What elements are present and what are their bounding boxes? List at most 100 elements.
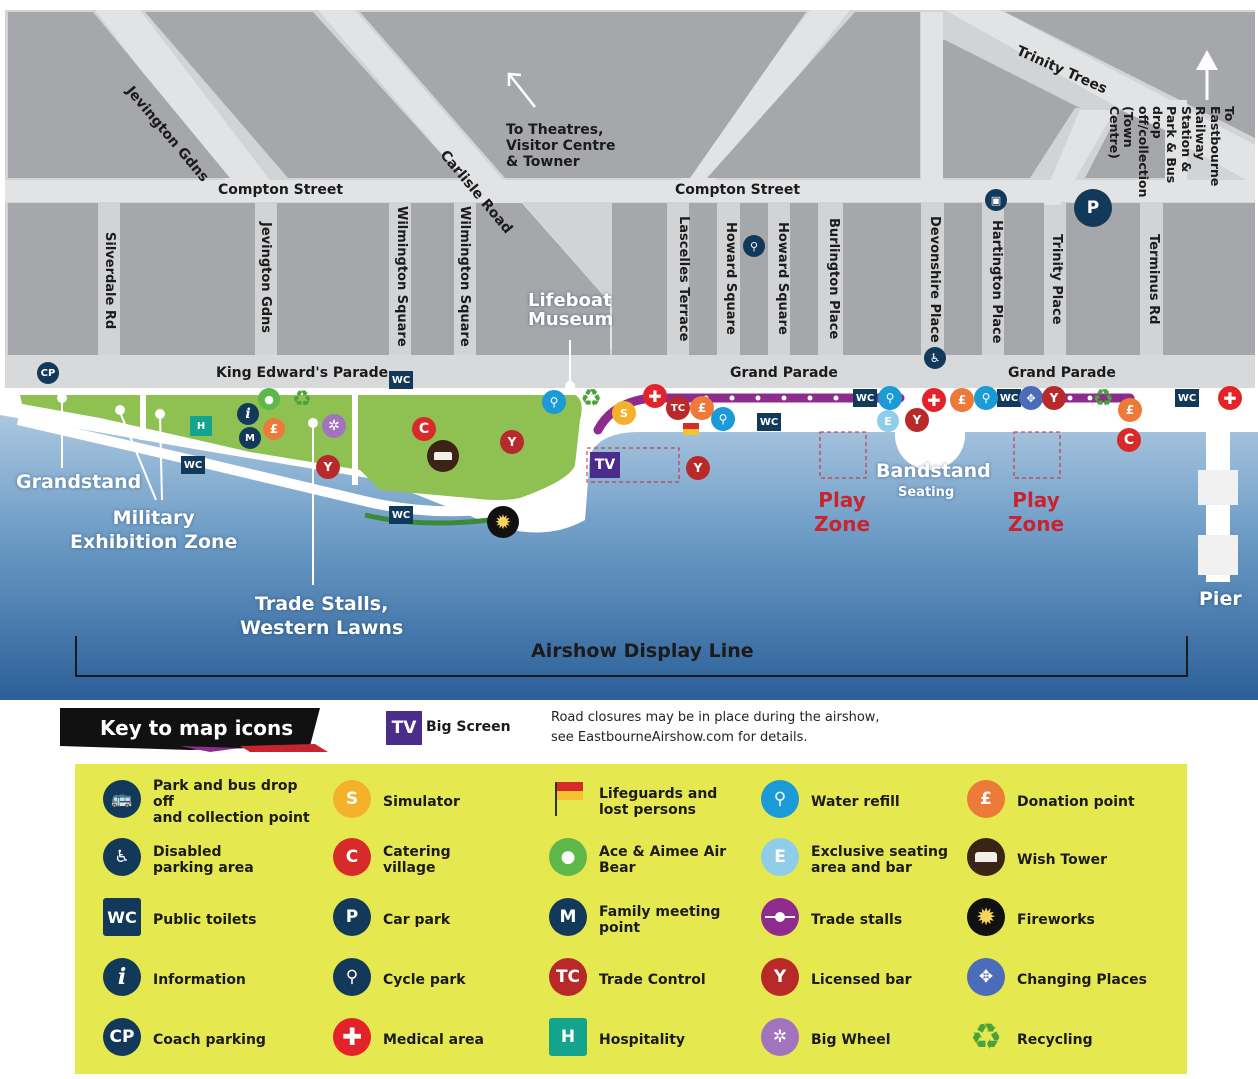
simulator-icon[interactable]: S bbox=[612, 401, 636, 425]
disabled-parking-icon[interactable]: ♿ bbox=[924, 347, 946, 369]
licensed-bar-icon[interactable]: Y bbox=[1042, 386, 1066, 410]
wc-icon[interactable]: WC bbox=[997, 389, 1021, 407]
label-bandstand: Bandstand bbox=[876, 460, 991, 482]
fireworks-icon[interactable]: ✹ bbox=[487, 506, 519, 538]
catering-icon[interactable]: C bbox=[412, 417, 436, 441]
legend-label: Donation point bbox=[1017, 793, 1135, 810]
wc-icon[interactable]: WC bbox=[757, 413, 781, 431]
water-refill-icon[interactable]: ⚲ bbox=[974, 386, 998, 410]
legend-item: E Exclusive seating area and bar bbox=[761, 838, 976, 882]
wish-tower-icon bbox=[967, 838, 1005, 876]
wc-icon: WC bbox=[103, 898, 141, 936]
coach-parking-icon[interactable]: CP bbox=[37, 362, 59, 384]
big-wheel-icon[interactable]: ✲ bbox=[322, 414, 346, 438]
label-lifeboat-museum: Lifeboat Museum bbox=[528, 290, 614, 330]
key-title-banner bbox=[60, 708, 328, 752]
legend-label: Big Wheel bbox=[811, 1031, 891, 1048]
bus-icon: 🚌 bbox=[103, 780, 141, 818]
big-screen-icon[interactable]: TV bbox=[590, 452, 620, 478]
legend-label: Public toilets bbox=[153, 911, 257, 928]
legend-item: Trade stalls bbox=[761, 898, 976, 942]
wc-icon[interactable]: WC bbox=[389, 506, 413, 524]
recycling-icon: ♻ bbox=[1092, 384, 1114, 412]
recycling-icon: ♻ bbox=[292, 386, 312, 412]
directions-theatres: To Theatres, Visitor Centre & Towner bbox=[506, 122, 616, 171]
legend-label: Wish Tower bbox=[1017, 851, 1108, 868]
street-hartington-place: Hartington Place bbox=[989, 220, 1004, 344]
car-park-icon[interactable]: P bbox=[1074, 189, 1112, 227]
lifeguard-flag-icon[interactable] bbox=[683, 423, 699, 435]
licensed-bar-icon[interactable]: Y bbox=[686, 456, 710, 480]
wc-icon[interactable]: WC bbox=[1175, 389, 1199, 407]
legend-label: Disabled parking area bbox=[153, 843, 254, 876]
donation-icon[interactable]: £ bbox=[690, 396, 714, 420]
donation-icon[interactable]: £ bbox=[1118, 398, 1142, 422]
hospitality-icon[interactable]: H bbox=[190, 416, 212, 436]
legend-label: Lifeguards and lost persons bbox=[599, 785, 718, 818]
catering-icon[interactable]: C bbox=[1117, 428, 1141, 452]
trade-stall-dots bbox=[703, 395, 1093, 401]
exclusive-seating-icon: E bbox=[761, 838, 799, 876]
medical-icon[interactable]: ✚ bbox=[922, 388, 946, 412]
changing-places-icon[interactable]: ✥ bbox=[1019, 386, 1043, 410]
legend-label: Medical area bbox=[383, 1031, 484, 1048]
legend-item: ✥Changing Places bbox=[967, 958, 1182, 1002]
medical-icon[interactable]: ✚ bbox=[1218, 386, 1242, 410]
street-jevington-gdns: Jevington Gdns bbox=[258, 222, 273, 334]
wc-icon[interactable]: WC bbox=[853, 389, 877, 407]
legend-item: 🚌 Park and bus drop off and collection po… bbox=[103, 777, 318, 827]
licensed-bar-icon[interactable]: Y bbox=[316, 455, 340, 479]
wish-tower-icon[interactable] bbox=[427, 440, 459, 472]
trade-stalls-icon bbox=[761, 898, 799, 936]
arrow-theatres-icon bbox=[507, 72, 536, 108]
recycling-icon: ♻ bbox=[969, 1016, 1003, 1058]
legend-label: Park and bus drop off and collection poi… bbox=[153, 777, 310, 827]
legend-label: Trade Control bbox=[599, 971, 706, 988]
exclusive-seating-icon[interactable]: E bbox=[877, 410, 899, 432]
bus-icon[interactable]: ▣ bbox=[985, 189, 1007, 211]
wc-icon[interactable]: WC bbox=[181, 456, 205, 474]
legend-item: ✲Big Wheel bbox=[761, 1018, 976, 1062]
cycle-park-icon: ⚲ bbox=[333, 958, 371, 996]
pier bbox=[1198, 432, 1238, 582]
information-icon[interactable]: i bbox=[237, 403, 259, 425]
water-refill-icon[interactable]: ⚲ bbox=[711, 407, 735, 431]
donation-icon[interactable]: £ bbox=[950, 388, 974, 412]
label-pier: Pier bbox=[1199, 588, 1242, 610]
promenade bbox=[5, 355, 1255, 391]
cycle-park-icon[interactable]: ⚲ bbox=[743, 235, 765, 257]
donation-icon[interactable]: £ bbox=[263, 418, 285, 440]
licensed-bar-icon: Y bbox=[761, 958, 799, 996]
legend-item: WC Public toilets bbox=[103, 898, 318, 942]
legend-item: ✚Medical area bbox=[333, 1018, 548, 1062]
compton-street-road bbox=[5, 180, 1255, 202]
water-refill-icon[interactable]: ⚲ bbox=[542, 390, 566, 414]
legend-label: Exclusive seating area and bar bbox=[811, 843, 949, 876]
play-zone-2-box bbox=[1013, 431, 1061, 479]
legend-item: ⚲Cycle park bbox=[333, 958, 548, 1002]
licensed-bar-icon[interactable]: Y bbox=[905, 408, 929, 432]
street-compton-street-west: Compton Street bbox=[218, 182, 344, 198]
water-refill-icon[interactable]: ⚲ bbox=[878, 386, 902, 410]
air-bear-icon[interactable]: ● bbox=[258, 388, 280, 410]
street-lascelles-terrace: Lascelles Terrace bbox=[676, 216, 691, 342]
big-screen-key-label: Big Screen bbox=[426, 719, 511, 735]
legend-item: ●Ace & Aimee Air Bear bbox=[549, 838, 764, 882]
road-jevington-diag bbox=[95, 10, 285, 200]
legend-item: £Donation point bbox=[967, 780, 1182, 824]
label-bandstand-seating: Seating bbox=[898, 485, 955, 500]
medical-icon[interactable]: ✚ bbox=[643, 384, 667, 408]
play-zone-1-box bbox=[819, 431, 867, 479]
meeting-point-icon[interactable]: M bbox=[239, 427, 261, 449]
catering-icon: C bbox=[333, 838, 371, 876]
licensed-bar-icon[interactable]: Y bbox=[500, 430, 524, 454]
street-burlington-place: Burlington Place bbox=[826, 218, 841, 340]
street-devonshire-place: Devonshire Place bbox=[927, 216, 942, 343]
wc-icon[interactable]: WC bbox=[389, 371, 413, 389]
trade-control-icon[interactable]: TC bbox=[666, 396, 690, 420]
display-line-bracket bbox=[75, 636, 1188, 677]
